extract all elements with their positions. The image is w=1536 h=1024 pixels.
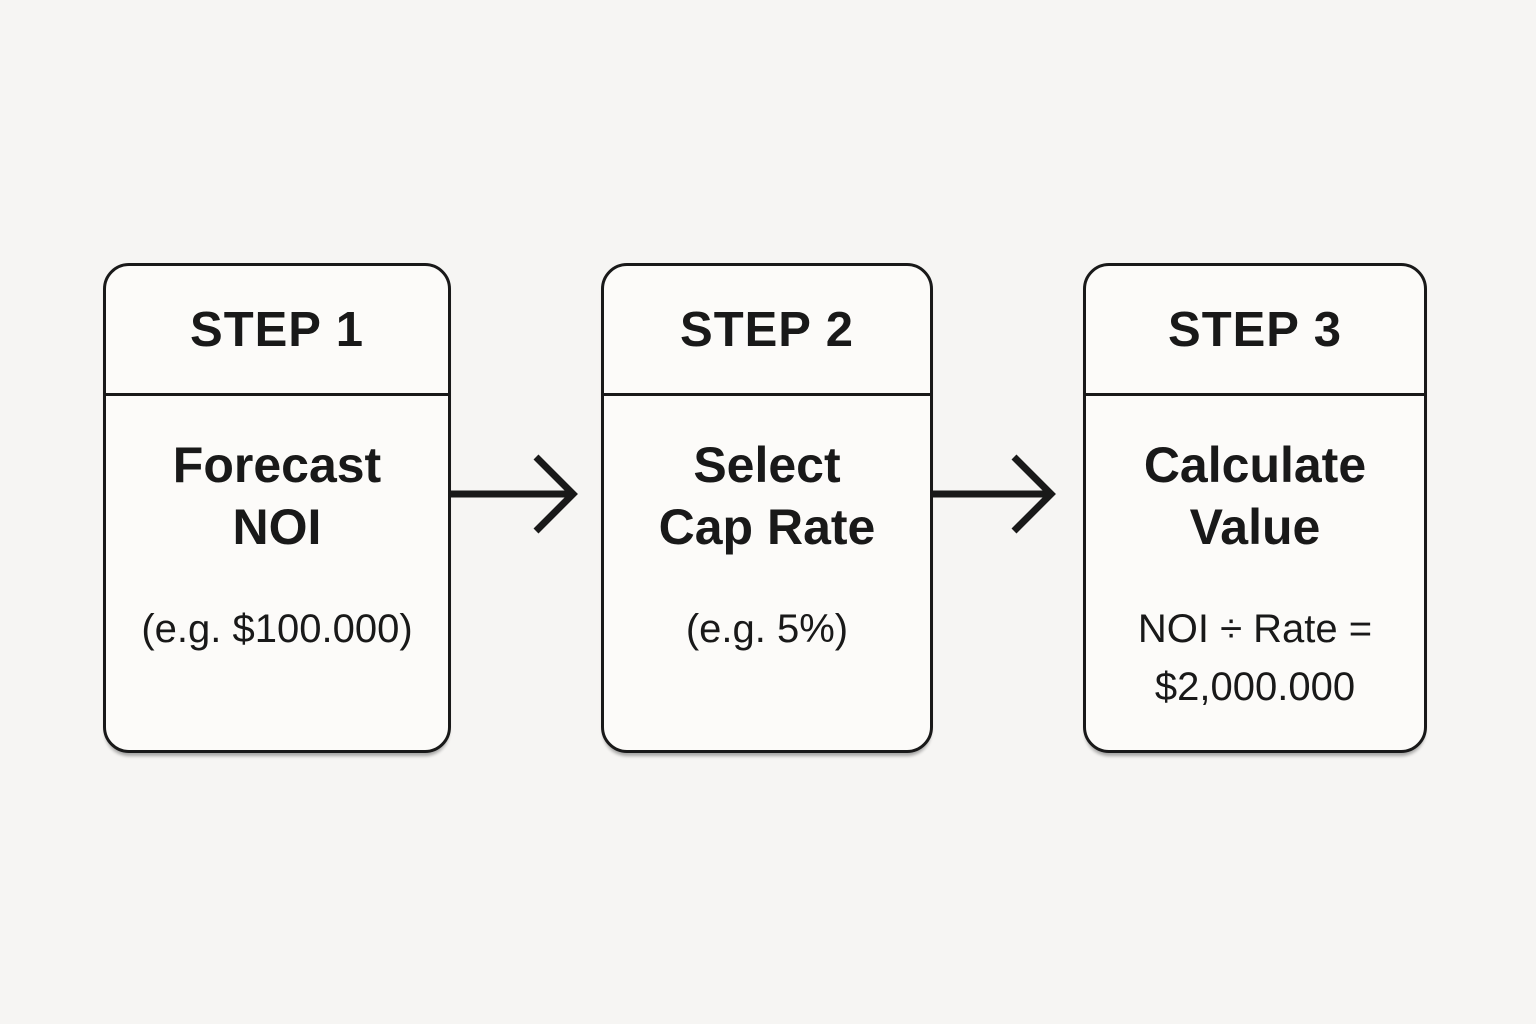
step-2-title-line1: Select <box>693 437 841 493</box>
step-2-header: STEP 2 <box>604 266 930 396</box>
step-1-header: STEP 1 <box>106 266 448 396</box>
step-3-detail: NOI ÷ Rate = $2,000.000 <box>1138 600 1372 716</box>
step-3-header-label: STEP 3 <box>1168 302 1342 357</box>
step-3-detail-line2: $2,000.000 <box>1154 665 1356 709</box>
step-1-title-line2: NOI <box>232 499 322 555</box>
step-2-title: Select Cap Rate <box>659 434 876 558</box>
step-1-detail-line1: (e.g. $100.000) <box>141 607 413 651</box>
step-box-3: STEP 3 Calculate Value NOI ÷ Rate = $2,0… <box>1083 263 1427 753</box>
step-3-title-line1: Calculate <box>1143 437 1367 493</box>
step-1-body: Forecast NOI (e.g. $100.000) <box>106 396 448 658</box>
step-3-body: Calculate Value NOI ÷ Rate = $2,000.000 <box>1086 396 1424 716</box>
step-3-header: STEP 3 <box>1086 266 1424 396</box>
step-box-1: STEP 1 Forecast NOI (e.g. $100.000) <box>103 263 451 753</box>
step-2-detail: (e.g. 5%) <box>686 600 848 658</box>
arrow-right-icon <box>451 454 578 534</box>
step-3-detail-line1: NOI ÷ Rate = <box>1137 607 1373 651</box>
step-1-detail: (e.g. $100.000) <box>141 600 412 658</box>
step-box-2: STEP 2 Select Cap Rate (e.g. 5%) <box>601 263 933 753</box>
arrow-right-icon <box>933 454 1056 534</box>
step-1-title: Forecast NOI <box>173 434 381 558</box>
step-3-title-line2: Value <box>1189 499 1321 555</box>
step-2-title-line2: Cap Rate <box>658 499 876 555</box>
step-1-header-label: STEP 1 <box>190 302 364 357</box>
step-3-title: Calculate Value <box>1144 434 1366 558</box>
step-2-body: Select Cap Rate (e.g. 5%) <box>604 396 930 658</box>
step-1-title-line1: Forecast <box>172 437 382 493</box>
step-2-header-label: STEP 2 <box>680 302 854 357</box>
step-2-detail-line1: (e.g. 5%) <box>685 607 849 651</box>
